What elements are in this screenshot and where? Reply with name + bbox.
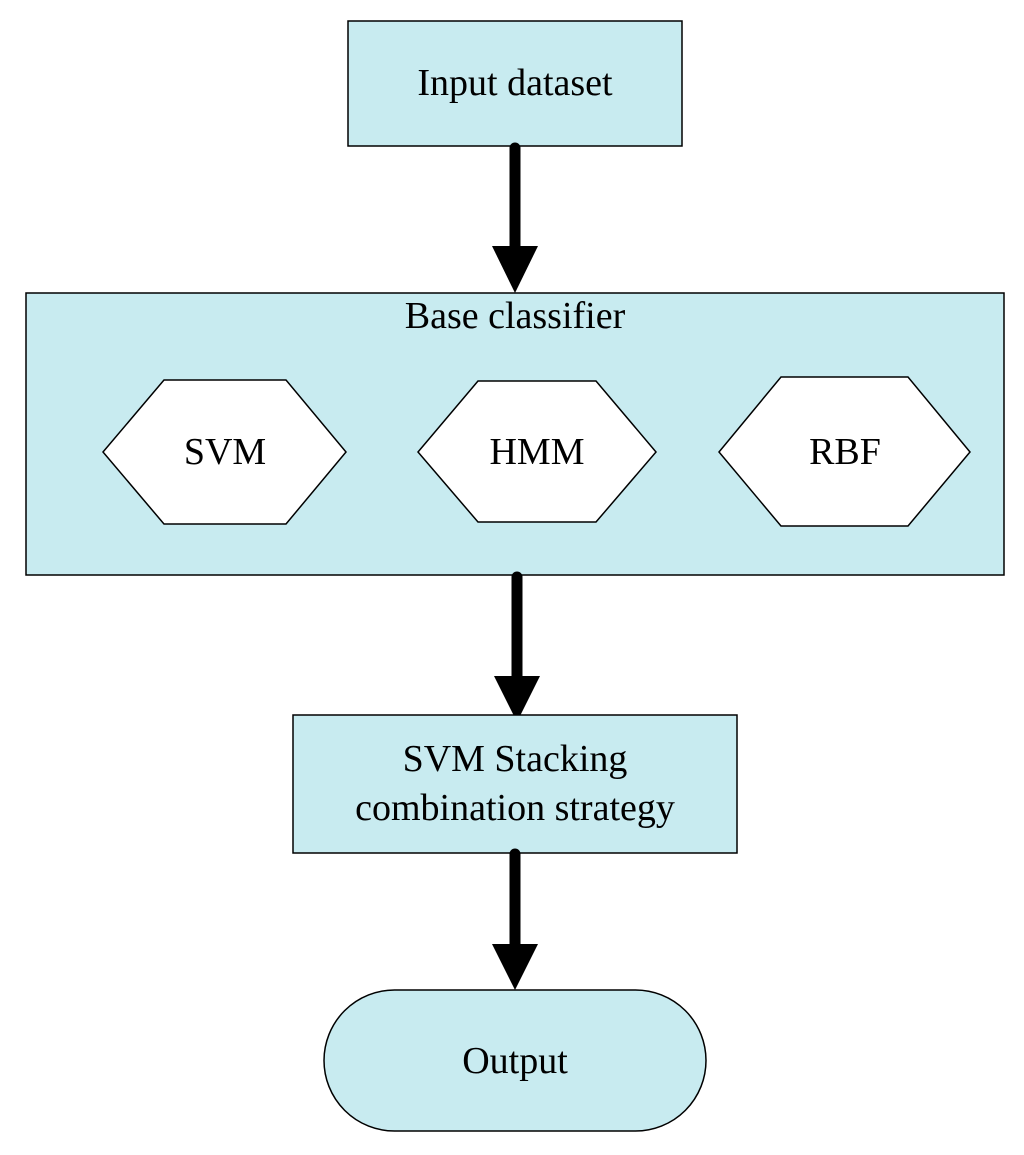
arrow-base-to-stacking [494,571,540,722]
classifier-svm-label: SVM [184,431,266,473]
input-dataset-label: Input dataset [417,62,613,104]
input-dataset-node: Input dataset [347,20,683,147]
classifier-hmm-label: HMM [489,431,584,473]
classifier-rbf: RBF [718,376,971,527]
base-classifier-node: Base classifier SVM HMM RBF [25,292,1005,576]
classifier-hmm: HMM [417,380,657,523]
arrow-stacking-to-output [492,848,538,990]
arrow-input-to-base [492,142,538,293]
classifier-svm: SVM [102,379,347,525]
output-label: Output [462,1040,568,1082]
svm-stacking-label-line1: SVM Stacking [403,738,628,780]
svm-stacking-label-line2: combination strategy [355,787,675,829]
svm-stacking-node: SVM Stacking combination strategy [292,714,738,854]
classifier-rbf-label: RBF [809,431,881,473]
base-classifier-title: Base classifier [405,295,626,337]
output-node: Output [323,989,707,1132]
